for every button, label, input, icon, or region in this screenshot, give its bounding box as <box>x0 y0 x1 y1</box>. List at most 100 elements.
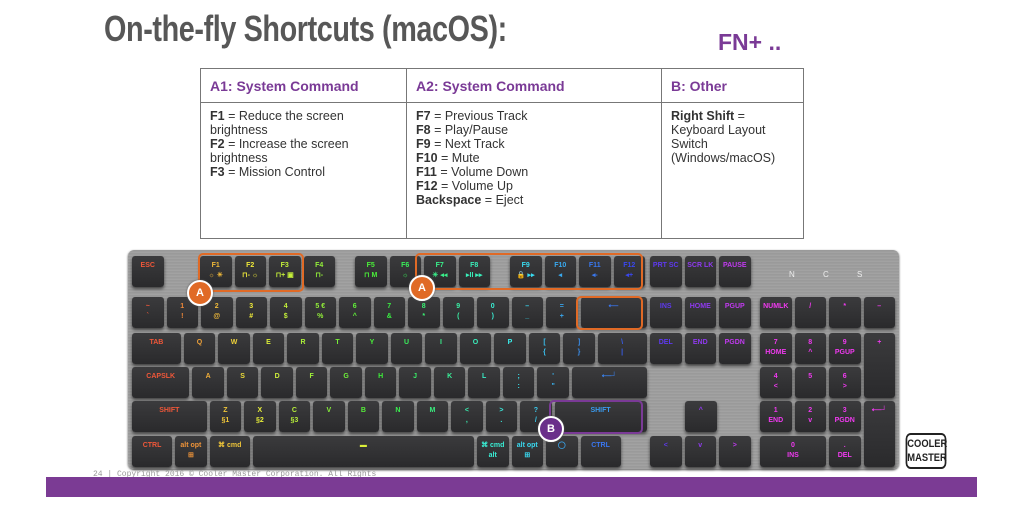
shortcut-desc: = Increase the screen brightness <box>210 137 349 165</box>
badge-a: A <box>409 275 435 301</box>
key-sublabel: { <box>543 349 546 356</box>
key-sublabel: ▸II ▸▸ <box>466 272 483 279</box>
key--: < <box>650 436 682 467</box>
shortcut-key: F7 <box>416 109 431 123</box>
key-pause: PAUSE <box>719 256 751 287</box>
key-sublabel: # <box>249 313 254 320</box>
shortcut-entry: F1 = Reduce the screen brightness <box>210 109 397 137</box>
key-sublabel: ! <box>181 313 184 320</box>
key-ctrl: CTRL <box>132 436 173 467</box>
shortcut-desc: = Eject <box>481 193 524 207</box>
key-sublabel: ⊞ <box>187 452 194 459</box>
key-sublabel: _ <box>525 313 530 320</box>
key-v: v <box>684 436 716 467</box>
key-a: A <box>192 367 224 398</box>
key--: –_ <box>511 297 543 328</box>
key-sublabel: : <box>517 383 520 390</box>
key-sublabel: ^ <box>352 313 357 320</box>
key-pgup: PGUP <box>719 297 751 328</box>
key-sublabel: " <box>551 383 555 390</box>
key-6: 6> <box>829 367 861 398</box>
key-scr-lk: SCR LK <box>684 256 716 287</box>
key-sublabel: . <box>500 417 503 424</box>
key-y: Y <box>356 333 388 364</box>
key-sublabel: + <box>559 313 564 320</box>
key-e: E <box>252 333 285 364</box>
key-5: 5 <box>794 367 826 398</box>
header-a2: A2: System Command <box>406 68 662 103</box>
key--: =+ <box>546 297 578 328</box>
key-sublabel: ☼ ☀ <box>208 272 224 279</box>
shortcut-desc: = Keyboard Layout Switch (Windows/macOS) <box>671 109 776 165</box>
key--: ⟵ <box>580 297 647 328</box>
shortcut-key: Backspace <box>416 193 482 207</box>
highlight-box <box>198 253 304 292</box>
key-alt-opt: alt opt⊞ <box>175 436 207 467</box>
key-m: M <box>416 401 449 432</box>
shortcut-desc: = Next Track <box>430 137 505 151</box>
key-sublabel: END <box>768 417 784 424</box>
key-f3: F3⊓+ ▣ <box>269 256 301 287</box>
page-title: On-the-fly Shortcuts (macOS): <box>104 8 507 49</box>
key-f4: F4⊓- <box>303 256 335 287</box>
key--: [{ <box>528 333 561 364</box>
key-o: O <box>459 333 492 364</box>
shortcut-desc: = Previous Track <box>430 109 528 123</box>
key-g: G <box>330 367 362 398</box>
shortcut-key: F8 <box>416 123 431 137</box>
shortcut-desc: = Volume Up <box>437 179 513 193</box>
key-ins: INS <box>650 297 682 328</box>
shortcut-entry: F7 = Previous Track <box>416 109 652 123</box>
key-sublabel: , <box>465 417 468 424</box>
key-end: END <box>684 333 716 364</box>
shortcut-entry: Right Shift = Keyboard Layout Switch (Wi… <box>671 109 794 165</box>
key-ctrl: CTRL <box>580 436 621 467</box>
key--: ;: <box>502 367 535 398</box>
key-z: Z§1 <box>209 401 242 432</box>
key-sublabel: ◂ <box>558 272 562 279</box>
key--: \| <box>597 333 647 364</box>
shortcut-entry: F9 = Next Track <box>416 137 652 151</box>
fn-label: FN+ .. <box>718 29 782 55</box>
shortcut-desc: = Reduce the screen brightness <box>210 109 344 137</box>
key-sublabel: PGDN <box>834 417 855 424</box>
key-sublabel: §3 <box>290 417 299 424</box>
shortcut-key: F3 <box>210 165 225 179</box>
key-7: 7& <box>373 297 405 328</box>
key-sublabel: HOME <box>765 349 787 356</box>
key-shift: SHIFT <box>132 401 207 432</box>
key-sublabel: > <box>842 383 847 390</box>
key--: ^ <box>685 401 717 432</box>
key-sublabel: / <box>534 417 537 424</box>
key-f8: F8▸II ▸▸ <box>458 256 490 287</box>
key-sublabel: ) <box>491 313 494 320</box>
key-sublabel: ^ <box>808 349 813 356</box>
led-indicator: C <box>823 270 829 279</box>
key-r: R <box>287 333 319 364</box>
key--: – <box>863 297 895 328</box>
key--: ⟵┘ <box>571 367 647 398</box>
key-sublabel: * <box>422 313 426 320</box>
led-indicator: N <box>789 270 795 279</box>
col-b: Right Shift = Keyboard Layout Switch (Wi… <box>661 102 804 239</box>
shortcut-entry: Backspace = Eject <box>416 193 652 207</box>
shortcut-entry: F12 = Volume Up <box>416 179 652 193</box>
key-sublabel: §2 <box>255 417 264 424</box>
key-b: B <box>347 401 380 432</box>
highlight-box <box>415 253 643 290</box>
key-3: 3# <box>235 297 267 328</box>
copyright-text: 24 | Copyright 2016 © Cooler Master Corp… <box>93 470 377 479</box>
key--: / <box>794 297 826 328</box>
key-sublabel: v <box>808 417 813 424</box>
key-9: 9( <box>442 297 474 328</box>
key-shift: SHIFT <box>554 401 647 432</box>
key--: ▬ <box>252 436 474 467</box>
key--: .DEL <box>829 436 861 467</box>
shortcut-desc: = Play/Pause <box>430 123 509 137</box>
key--: ]} <box>563 333 595 364</box>
key-sublabel: ☀ ◂◂ <box>432 272 448 279</box>
key-sublabel: ⊓+ ▣ <box>275 272 294 279</box>
